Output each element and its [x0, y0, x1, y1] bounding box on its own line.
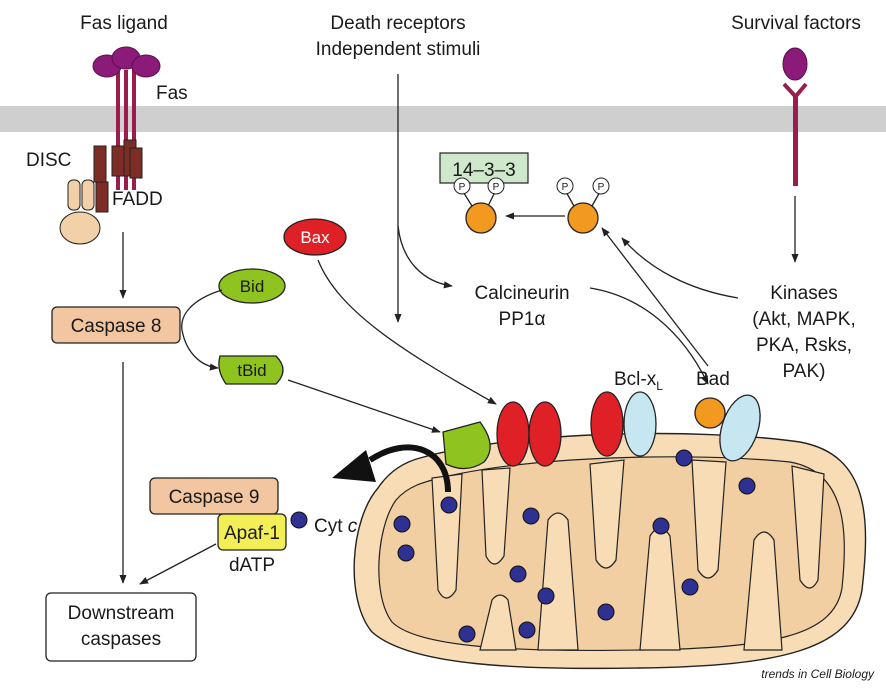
kinases-line-2: (Akt, MAPK,: [752, 309, 855, 330]
bid-label: Bid: [240, 277, 265, 296]
tbid-label: tBid: [237, 361, 266, 380]
bax-channel-1: [496, 401, 530, 467]
cytochrome-c-molecules: [393, 449, 756, 643]
death-receptors-label: Death receptors: [330, 13, 465, 34]
kinases-line-4: PAK): [783, 361, 826, 382]
kinases-line-3: PKA, Rsks,: [756, 335, 852, 356]
tbid-protein: [218, 355, 284, 385]
bad-label: Bad: [696, 369, 730, 390]
cyt-c-release-arrow: [368, 444, 451, 493]
tbid-inserted: [442, 421, 491, 470]
caspase-8-box: [51, 306, 181, 344]
disc-label: DISC: [26, 150, 71, 171]
bcl-xl-protein: [623, 391, 657, 457]
fadd-label: FADD: [112, 189, 163, 210]
fas-ligand-heads: [92, 46, 161, 78]
bcl-xl-label: Bcl-xL: [614, 369, 663, 393]
phospho-bad: [567, 202, 599, 234]
bcl-xl-protein-bad: [719, 394, 761, 462]
mito-membrane-proteins: [442, 391, 761, 470]
cyt-c-label: Cyt c: [314, 516, 358, 537]
fadd-adaptors: [59, 179, 101, 245]
bax-label: Bax: [300, 228, 330, 247]
pp1-alpha: α: [534, 309, 545, 330]
bad-protein: [694, 397, 726, 429]
fas-label: Fas: [156, 83, 188, 104]
cyt-c-bound: [290, 511, 308, 529]
pp1-text: PP1: [499, 309, 535, 330]
datp-label: dATP: [229, 555, 275, 576]
fas-ligand-label: Fas ligand: [80, 13, 168, 34]
bcl-xl-text: Bcl-x: [614, 369, 657, 390]
cyt-c-text: Cyt: [314, 516, 343, 537]
pathway-arrows: [119, 74, 799, 585]
phospho-group-4: [592, 177, 610, 195]
independent-stimuli-label: Independent stimuli: [316, 39, 481, 60]
downstream-caspases-box: [45, 592, 197, 662]
downstream-caspases-line-1: Downstream: [68, 603, 175, 624]
phospho-label-4: P: [598, 182, 605, 193]
caspase-9-label: Caspase 9: [169, 487, 260, 508]
mitochondrion: [353, 432, 867, 670]
plasma-membrane: [0, 106, 886, 132]
phospho-label-2: P: [493, 182, 500, 193]
pp1-label: PP1α: [499, 309, 546, 330]
protein-14-3-3-label: 14–3–3: [452, 160, 515, 181]
kinases-line-1: Kinases: [770, 283, 838, 304]
phospho-group-3: [556, 177, 574, 195]
apaf-1-box: [217, 513, 287, 551]
phospho-group-2: [487, 177, 505, 195]
fas-receptor-stems: [116, 68, 136, 190]
bcl-xl-subscript: L: [656, 379, 663, 393]
cyt-c-release-arrowhead: [332, 450, 376, 482]
fas-receptor-complex: [59, 46, 161, 245]
caspase-9-box: [149, 477, 279, 515]
caspase-8-label: Caspase 8: [71, 316, 162, 337]
bax-channel-2: [528, 401, 562, 467]
phospho-label-3: P: [562, 182, 569, 193]
phospho-label-1: P: [459, 182, 466, 193]
cyt-c-italic: c: [348, 516, 358, 537]
bid-protein: [218, 268, 286, 304]
bax-protein: [283, 218, 347, 256]
bax-bcl-red: [590, 391, 624, 457]
phospho-group-1: [453, 177, 471, 195]
calcineurin-label: Calcineurin: [474, 283, 569, 304]
apaf-1-label: Apaf-1: [224, 523, 280, 544]
protein-14-3-3-box: [439, 152, 529, 184]
bad-bound-14-3-3: [465, 202, 497, 234]
cristae: [431, 459, 825, 651]
disc-death-domains: [93, 139, 143, 213]
journal-credit: trends in Cell Biology: [761, 667, 875, 681]
survival-factor-receptor: [782, 47, 808, 186]
survival-factors-label: Survival factors: [731, 13, 861, 34]
downstream-caspases-line-2: caspases: [81, 629, 161, 650]
